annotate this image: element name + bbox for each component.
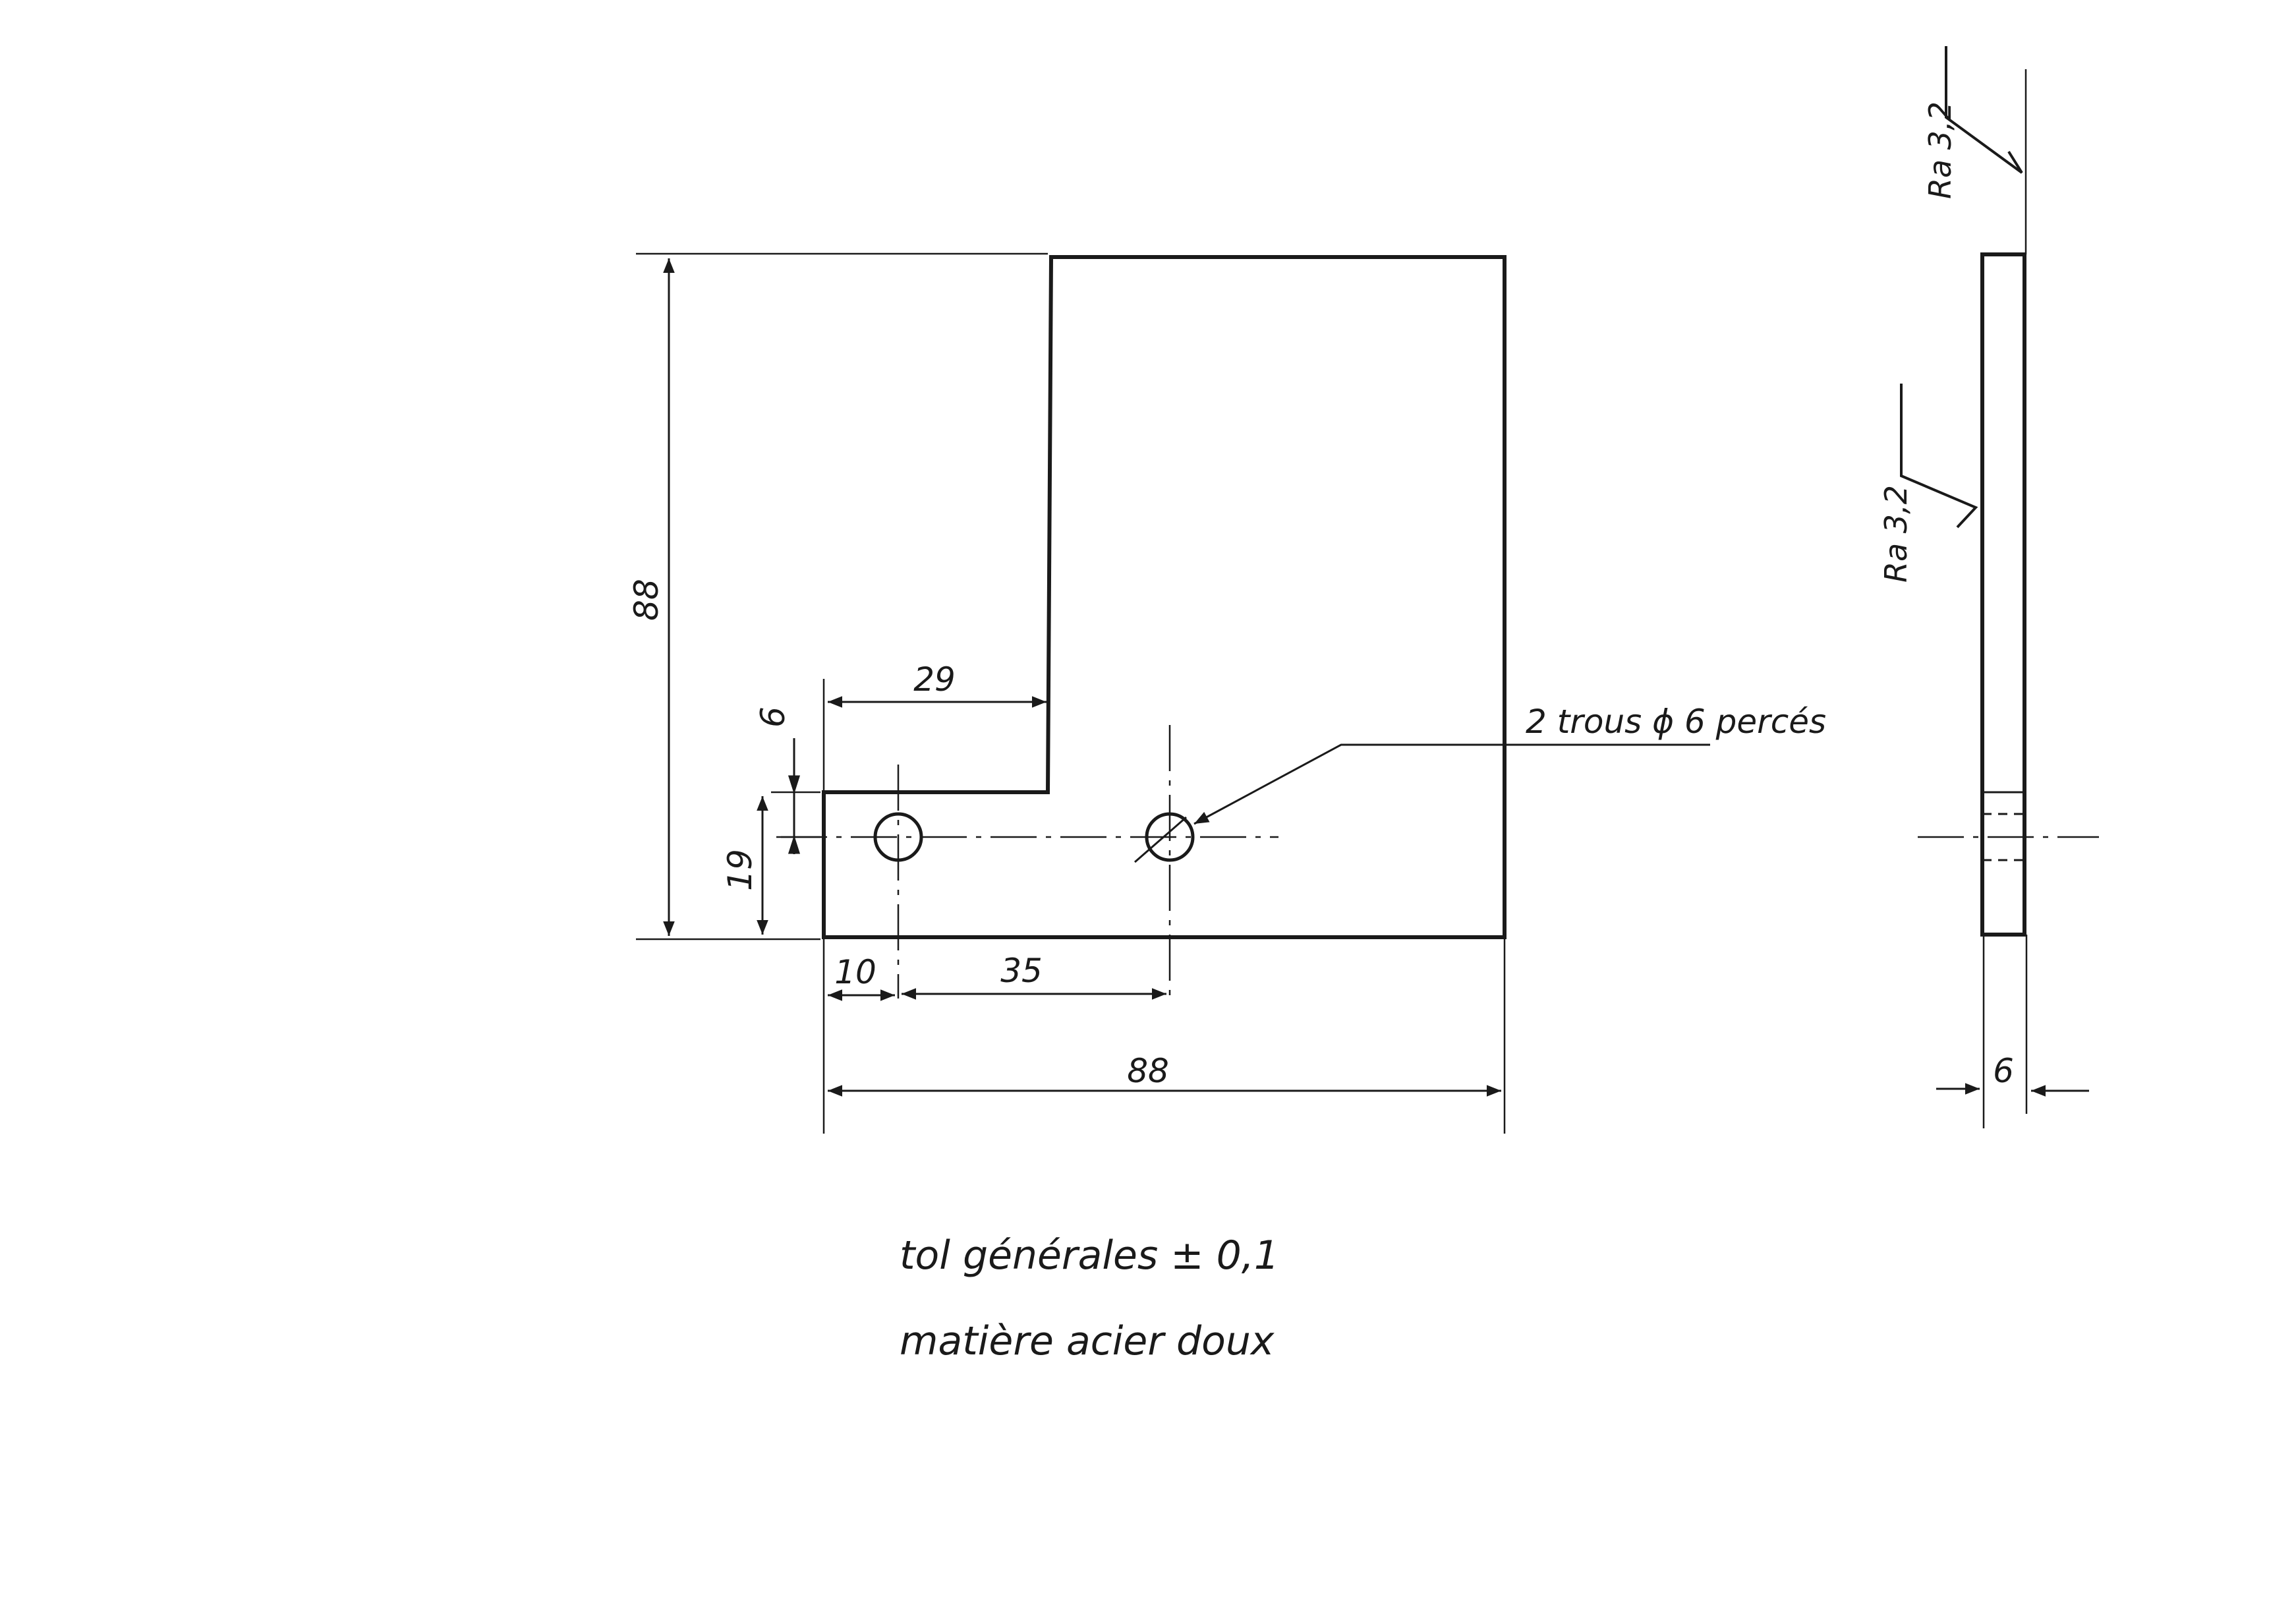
front-view xyxy=(636,252,1710,1134)
roughness-text-mid: Ra 3,2 xyxy=(1878,485,1914,583)
tolerance-note: tol générales ± 0,1 xyxy=(900,1232,1279,1279)
dim-text-width-88: 88 xyxy=(1127,1052,1169,1090)
side-view-outline xyxy=(1980,252,2026,937)
roughness-symbol-top xyxy=(1945,46,2023,174)
dim-text-6: 6 xyxy=(754,707,792,728)
dim-text-10: 10 xyxy=(834,953,876,991)
dimension-lines xyxy=(663,258,1501,1097)
dim-text-35: 35 xyxy=(1000,952,1043,990)
material-note: matière acier doux xyxy=(900,1318,1275,1364)
extension-lines xyxy=(636,252,1506,1134)
hole-callout-text: 2 trous ϕ 6 percés xyxy=(1526,703,1826,741)
dim-text-height-88: 88 xyxy=(627,579,666,621)
side-view xyxy=(1900,46,2099,1128)
center-lines xyxy=(781,725,1278,999)
side-view-texts: 6 Ra 3,2 Ra 3,2 xyxy=(1878,101,2014,1090)
dim-text-29: 29 xyxy=(913,660,956,699)
roughness-text-top: Ra 3,2 xyxy=(1922,101,1958,199)
notes: tol générales ± 0,1 matière acier doux xyxy=(900,1232,1279,1364)
dim-arrow-6-bottom xyxy=(788,835,801,854)
dim-text-19: 19 xyxy=(721,849,759,891)
dim-arrow-6-top xyxy=(788,775,801,794)
front-view-dimension-texts: 88 88 29 6 19 10 35 2 trous ϕ 6 percés xyxy=(627,579,1826,1090)
roughness-symbol-mid xyxy=(1900,384,1978,529)
hole-callout-leader xyxy=(1193,743,1710,825)
dim-text-thickness: 6 xyxy=(1993,1052,2014,1090)
side-extension-lines xyxy=(1982,69,2028,1128)
hidden-lines xyxy=(1982,813,2024,861)
part-outline xyxy=(822,255,1507,939)
hole-leader-tick xyxy=(1134,816,1187,863)
